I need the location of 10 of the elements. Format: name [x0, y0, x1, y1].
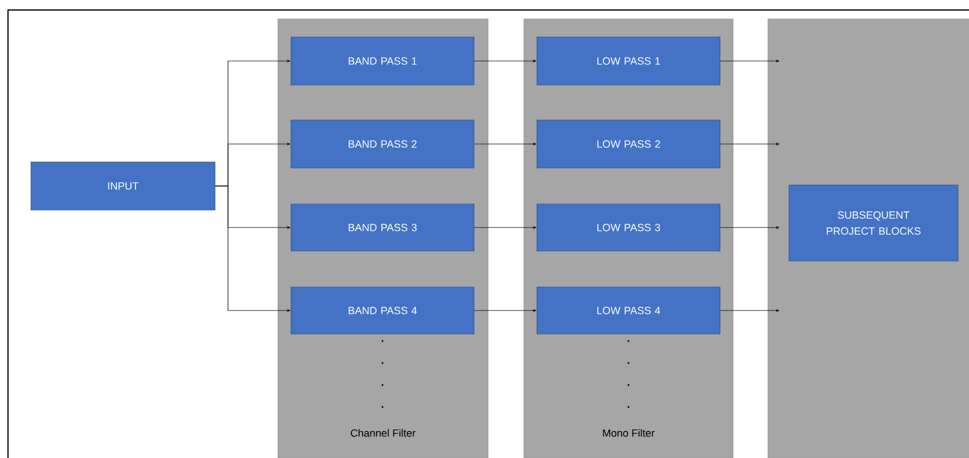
process-box: LOW PASS 1: [536, 36, 720, 86]
process-box: LOW PASS 4: [536, 286, 720, 334]
process-box: BAND PASS 3: [290, 204, 474, 252]
process-box: SUBSEQUENT PROJECT BLOCKS: [788, 184, 958, 262]
process-box: BAND PASS 2: [290, 120, 474, 168]
process-box: LOW PASS 2: [536, 120, 720, 168]
process-box: LOW PASS 3: [536, 204, 720, 252]
process-box: INPUT: [30, 162, 216, 210]
process-box: BAND PASS 1: [290, 36, 474, 86]
process-box: BAND PASS 4: [290, 286, 474, 334]
